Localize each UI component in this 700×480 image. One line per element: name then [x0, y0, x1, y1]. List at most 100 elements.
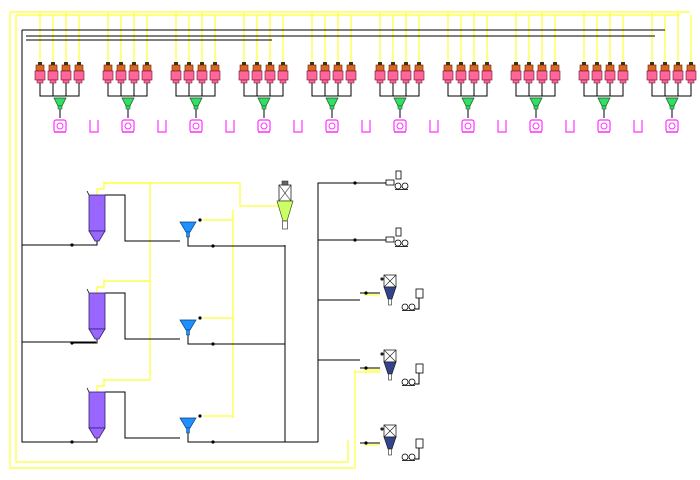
- silo-tank-icon[interactable]: [86, 387, 106, 439]
- feeder-unit-icon[interactable]: [170, 61, 182, 91]
- feeder-unit-icon[interactable]: [617, 61, 629, 91]
- valve-icon[interactable]: [211, 244, 215, 248]
- valve-icon[interactable]: [70, 243, 74, 247]
- valve-icon[interactable]: [211, 342, 215, 346]
- collector-bin-icon[interactable]: [429, 119, 439, 133]
- green-hopper-icon[interactable]: [393, 97, 407, 110]
- green-hopper-icon[interactable]: [597, 97, 611, 110]
- valve-icon[interactable]: [353, 181, 357, 185]
- collector-bin-icon[interactable]: [157, 119, 167, 133]
- filter-box-icon[interactable]: [415, 288, 424, 299]
- feeder-unit-icon[interactable]: [646, 61, 658, 91]
- feeder-unit-icon[interactable]: [591, 61, 603, 91]
- valve-icon[interactable]: [198, 218, 202, 222]
- valve-icon[interactable]: [198, 414, 202, 418]
- feeder-unit-icon[interactable]: [685, 61, 697, 91]
- motor-icon[interactable]: [395, 227, 402, 237]
- feeder-unit-icon[interactable]: [306, 61, 318, 91]
- valve-icon[interactable]: [364, 441, 368, 445]
- valve-icon[interactable]: [211, 440, 215, 444]
- feeder-unit-icon[interactable]: [128, 61, 140, 91]
- feeder-unit-icon[interactable]: [604, 61, 616, 91]
- feeder-unit-icon[interactable]: [672, 61, 684, 91]
- feeder-unit-icon[interactable]: [549, 61, 561, 91]
- coupling-icon[interactable]: [385, 179, 395, 186]
- green-hopper-icon[interactable]: [529, 97, 543, 110]
- pump-icon[interactable]: [394, 182, 409, 190]
- collector-bin-icon[interactable]: [565, 119, 575, 133]
- feeder-unit-icon[interactable]: [536, 61, 548, 91]
- collector-bin-icon[interactable]: [293, 119, 303, 133]
- pump-icon[interactable]: [394, 239, 409, 247]
- scale-icon[interactable]: [597, 119, 611, 133]
- green-hopper-icon[interactable]: [665, 97, 679, 110]
- scale-icon[interactable]: [529, 119, 543, 133]
- valve-icon[interactable]: [70, 341, 74, 345]
- feeder-unit-icon[interactable]: [264, 61, 276, 91]
- collector-bin-icon[interactable]: [225, 119, 235, 133]
- valve-icon[interactable]: [364, 291, 368, 295]
- feeder-unit-icon[interactable]: [387, 61, 399, 91]
- feeder-unit-icon[interactable]: [196, 61, 208, 91]
- silo-tank-icon[interactable]: [86, 288, 106, 340]
- scale-icon[interactable]: [257, 119, 271, 133]
- feeder-unit-icon[interactable]: [115, 61, 127, 91]
- scale-icon[interactable]: [189, 119, 203, 133]
- collector-bin-icon[interactable]: [633, 119, 643, 133]
- feeder-unit-icon[interactable]: [102, 61, 114, 91]
- green-hopper-icon[interactable]: [461, 97, 475, 110]
- scale-icon[interactable]: [325, 119, 339, 133]
- feeder-unit-icon[interactable]: [481, 61, 493, 91]
- motor-icon[interactable]: [395, 170, 402, 180]
- feeder-unit-icon[interactable]: [510, 61, 522, 91]
- pump-icon[interactable]: [401, 303, 416, 311]
- scale-icon[interactable]: [461, 119, 475, 133]
- feeder-unit-icon[interactable]: [442, 61, 454, 91]
- feeder-unit-icon[interactable]: [374, 61, 386, 91]
- feeder-unit-icon[interactable]: [413, 61, 425, 91]
- silo-tank-icon[interactable]: [86, 190, 106, 242]
- feeder-unit-icon[interactable]: [332, 61, 344, 91]
- feeder-unit-icon[interactable]: [345, 61, 357, 91]
- hopper-icon[interactable]: [179, 417, 197, 434]
- valve-icon[interactable]: [353, 238, 357, 242]
- feeder-unit-icon[interactable]: [183, 61, 195, 91]
- green-hopper-icon[interactable]: [325, 97, 339, 110]
- dust-collector-icon[interactable]: [379, 424, 397, 456]
- feeder-unit-icon[interactable]: [659, 61, 671, 91]
- filter-box-icon[interactable]: [415, 363, 424, 374]
- dust-collector-icon[interactable]: [379, 349, 397, 381]
- feeder-unit-icon[interactable]: [319, 61, 331, 91]
- feeder-unit-icon[interactable]: [47, 61, 59, 91]
- collector-bin-icon[interactable]: [361, 119, 371, 133]
- feeder-unit-icon[interactable]: [400, 61, 412, 91]
- feeder-unit-icon[interactable]: [578, 61, 590, 91]
- dust-collector-icon[interactable]: [379, 274, 397, 306]
- feeder-unit-icon[interactable]: [277, 61, 289, 91]
- scale-icon[interactable]: [53, 119, 67, 133]
- valve-icon[interactable]: [198, 316, 202, 320]
- feeder-unit-icon[interactable]: [468, 61, 480, 91]
- feeder-unit-icon[interactable]: [523, 61, 535, 91]
- green-hopper-icon[interactable]: [189, 97, 203, 110]
- green-hopper-icon[interactable]: [121, 97, 135, 110]
- feeder-unit-icon[interactable]: [238, 61, 250, 91]
- hopper-icon[interactable]: [179, 221, 197, 238]
- cyclone-separator-icon[interactable]: [276, 180, 294, 230]
- scale-icon[interactable]: [665, 119, 679, 133]
- pump-icon[interactable]: [401, 378, 416, 386]
- valve-icon[interactable]: [364, 366, 368, 370]
- green-hopper-icon[interactable]: [257, 97, 271, 110]
- feeder-unit-icon[interactable]: [455, 61, 467, 91]
- feeder-unit-icon[interactable]: [251, 61, 263, 91]
- hopper-icon[interactable]: [179, 319, 197, 336]
- scale-icon[interactable]: [393, 119, 407, 133]
- valve-icon[interactable]: [70, 440, 74, 444]
- scale-icon[interactable]: [121, 119, 135, 133]
- feeder-unit-icon[interactable]: [60, 61, 72, 91]
- green-hopper-icon[interactable]: [53, 97, 67, 110]
- collector-bin-icon[interactable]: [497, 119, 507, 133]
- feeder-unit-icon[interactable]: [34, 61, 46, 91]
- filter-box-icon[interactable]: [415, 438, 424, 449]
- feeder-unit-icon[interactable]: [141, 61, 153, 91]
